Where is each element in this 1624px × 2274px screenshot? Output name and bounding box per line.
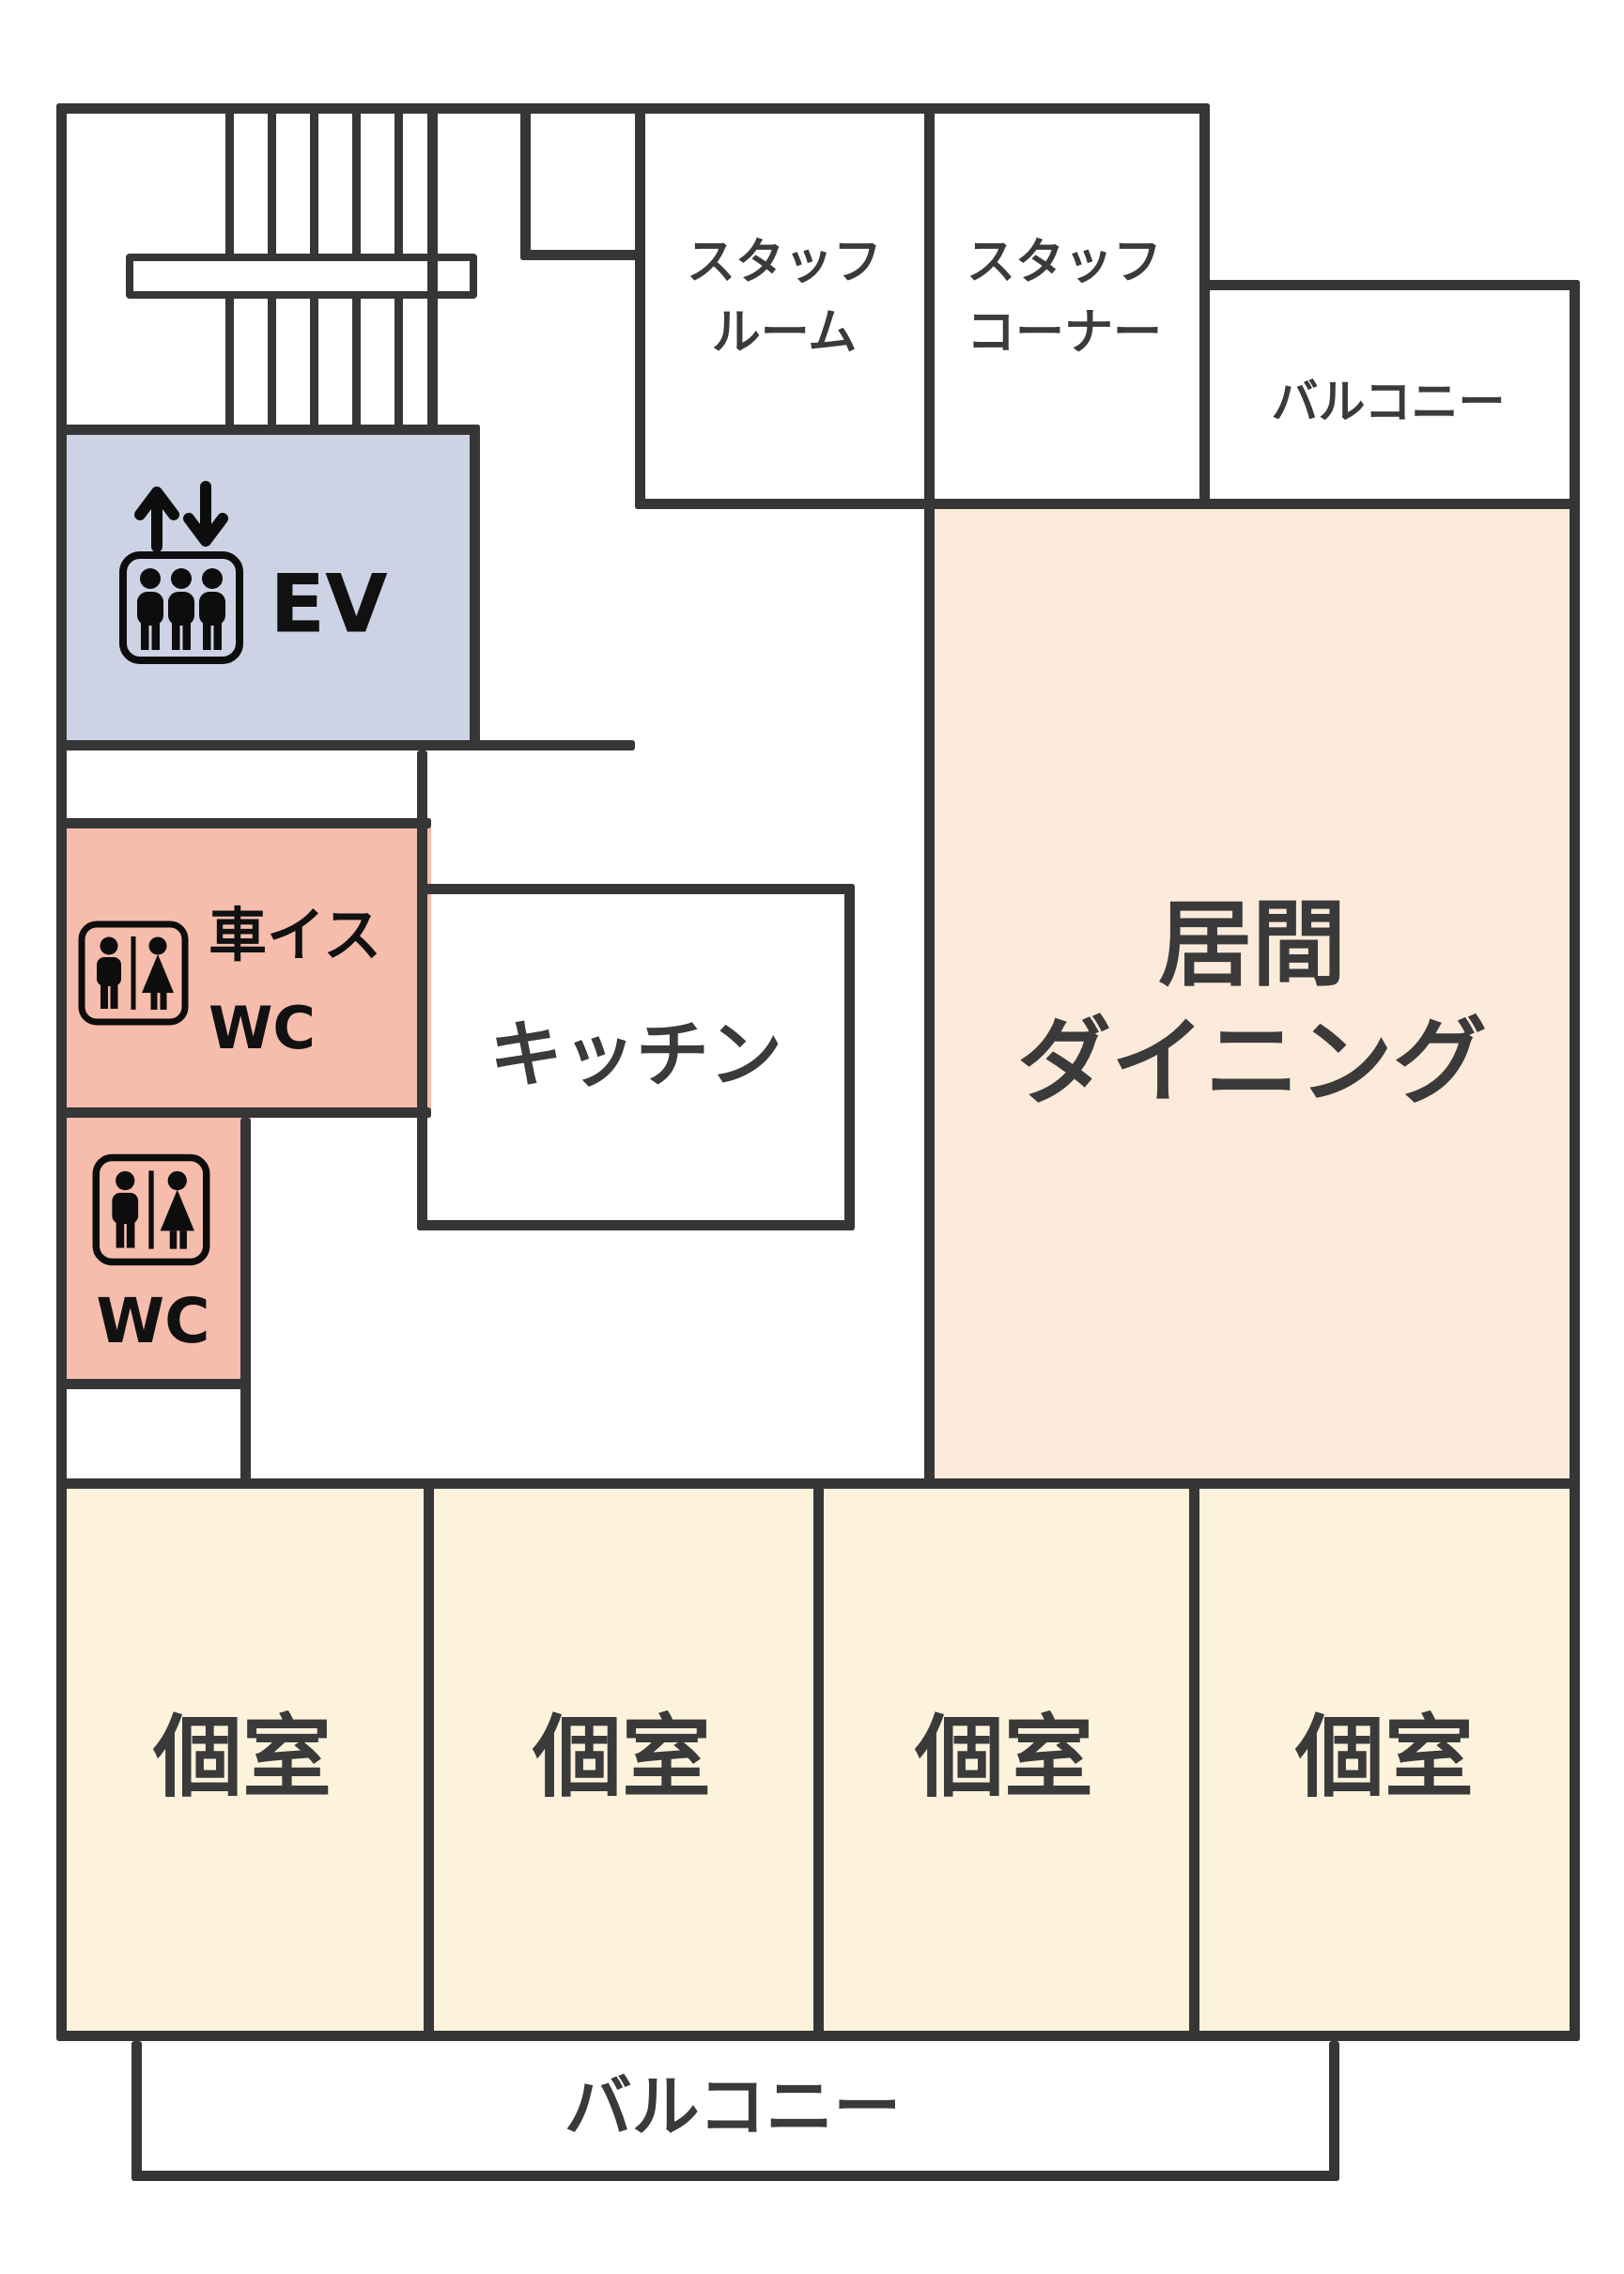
- wheelchair-wc-label: 車イス WC: [209, 889, 381, 1075]
- staff-room-label-line1: スタッフ: [686, 234, 883, 291]
- staff-corner-label-line2: コーナー: [966, 305, 1163, 362]
- up-down-arrows-icon: [127, 479, 240, 554]
- wheelchair-wc-label-line2: WC: [209, 994, 316, 1062]
- kitchen-left-wall: [417, 884, 427, 1230]
- balcony-bottom-bottom-wall: [131, 2171, 1339, 2181]
- outer-left-wall: [56, 103, 67, 2041]
- elevator-right-wall: [470, 425, 480, 750]
- staff-corner-label: スタッフ コーナー: [967, 228, 1162, 370]
- kitchen-top-wall: [417, 884, 855, 894]
- stairwell-right-wall: [427, 103, 438, 435]
- balcony-top-label: バルコニー: [1271, 374, 1506, 429]
- wheelchair-wc-label-line1: 車イス: [209, 900, 382, 969]
- staff-corner-right-wall: [1199, 103, 1210, 509]
- living-dining-room: [924, 499, 1580, 1489]
- wheelchair-wc-top-wall: [56, 818, 431, 828]
- balcony-top-wall: [1199, 280, 1580, 290]
- stairs-notch-wall: [520, 250, 645, 260]
- private-room-label: 個室: [1294, 1706, 1475, 1810]
- wc-label: WC: [96, 1284, 210, 1357]
- outer-right-wall: [1570, 280, 1580, 2041]
- kitchen-bottom-wall: [417, 1220, 855, 1230]
- elevator-icon: [118, 550, 244, 665]
- wc-right-corridor-wall: [240, 1118, 251, 1489]
- staff-corner-label-line1: スタッフ: [966, 234, 1163, 291]
- stair-landing-bar: [126, 254, 477, 299]
- stairs-bottom-wall: [56, 425, 480, 435]
- private-room-divider: [813, 1478, 824, 2041]
- staff-room-label: スタッフ ルーム: [687, 228, 882, 370]
- wheelchair-wc-bottom-wall: [56, 1107, 431, 1118]
- elevator-label: EV: [270, 557, 388, 652]
- elevator-room: [56, 425, 480, 750]
- elevator-bottom-wall: [56, 740, 635, 750]
- outer-top-wall: [56, 103, 1210, 114]
- private-room-divider: [1189, 1478, 1199, 2041]
- private-room-label: 個室: [532, 1706, 712, 1810]
- kitchen-label: キッチン: [488, 1013, 783, 1098]
- living-dining-label-line2: ダイニング: [1017, 1007, 1487, 1117]
- living-dining-label: 居間 ダイニング: [1017, 886, 1487, 1121]
- balcony-bottom-left-wall: [131, 2041, 142, 2181]
- staff-divider-living-left-wall: [924, 103, 935, 1489]
- living-dining-label-line1: 居間: [1158, 889, 1346, 999]
- wc-bottom-wall: [56, 1379, 251, 1389]
- restroom-icon: [78, 920, 189, 1026]
- kitchen-right-wall: [844, 884, 855, 1230]
- staff-bottom-wall: [635, 499, 1580, 509]
- balcony-bottom-label: バルコニー: [564, 2067, 902, 2146]
- stairs-notch-vertical-wall: [520, 103, 531, 260]
- private-room-label: 個室: [152, 1706, 333, 1810]
- restroom-icon: [92, 1153, 210, 1266]
- staff-room-left-wall: [635, 103, 645, 509]
- private-room-label: 個室: [914, 1706, 1094, 1810]
- staff-room-label-line2: ルーム: [711, 305, 858, 362]
- private-room-divider: [424, 1478, 434, 2041]
- balcony-bottom-right-wall: [1329, 2041, 1339, 2181]
